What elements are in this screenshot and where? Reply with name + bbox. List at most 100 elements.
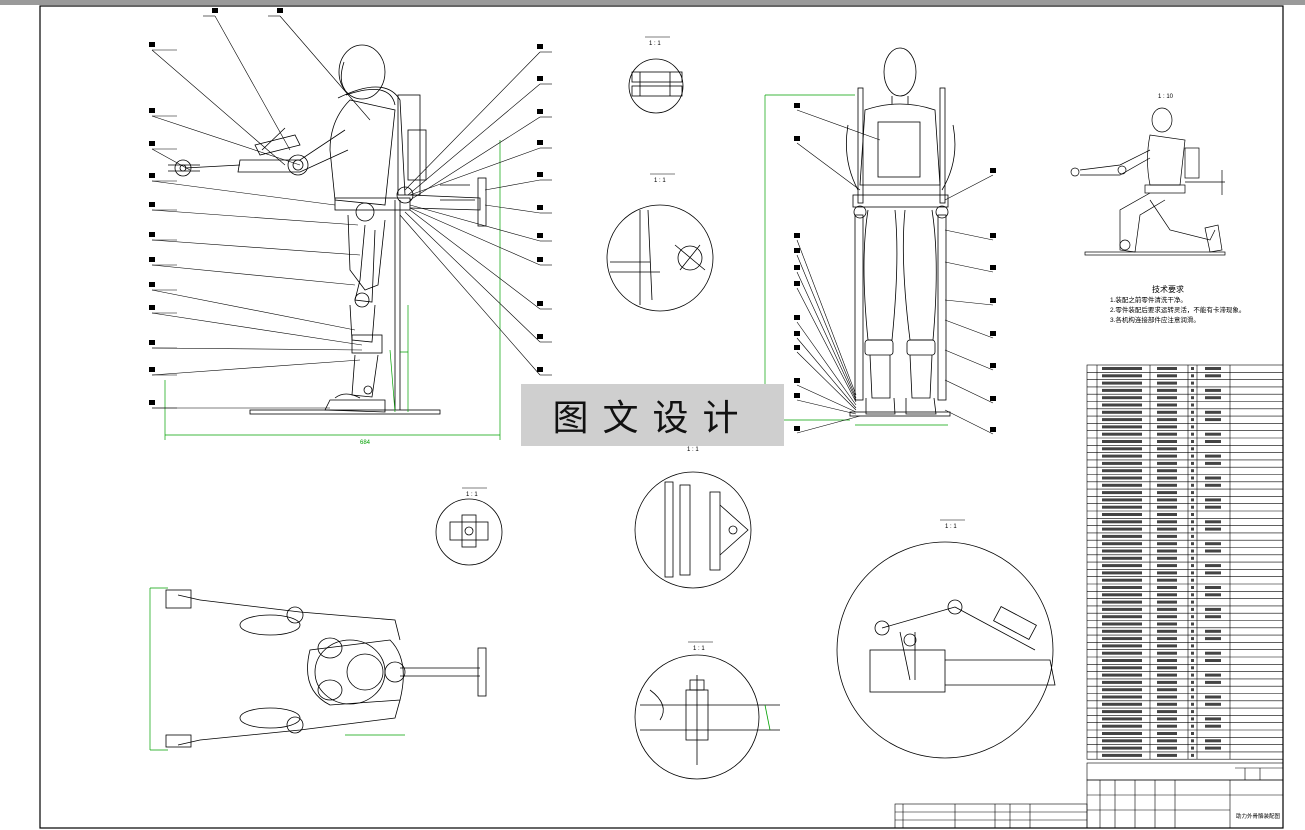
tech-title: 技术要求 (1152, 284, 1184, 294)
leader-line (796, 287, 857, 403)
parts-list-qty-glyph (1191, 710, 1194, 714)
parts-list-name-glyphs (1157, 753, 1177, 757)
balloon-marker (794, 393, 800, 398)
parts-list-name-glyphs (1157, 724, 1177, 728)
parts-list-name-glyphs (1157, 637, 1177, 641)
balloon-marker (149, 340, 155, 345)
parts-list-material-glyphs (1205, 739, 1221, 743)
side-view-dimensions (164, 140, 501, 440)
leader-line (796, 109, 881, 141)
title-block (894, 762, 1284, 829)
parts-list-name-glyphs (1157, 498, 1177, 502)
top-view-dimensions (149, 587, 405, 751)
parts-list-code-glyphs (1102, 746, 1142, 750)
parts-list-material-glyphs (1205, 717, 1221, 721)
window-top-bar (0, 0, 1305, 5)
leader-line (484, 179, 541, 191)
parts-list-name-glyphs (1157, 688, 1177, 692)
side-dimension-label: 684 (360, 440, 371, 446)
parts-list-material-glyphs (1205, 520, 1221, 524)
parts-list-code-glyphs (1102, 593, 1142, 597)
balloon-marker (537, 233, 543, 238)
balloon-marker (990, 363, 996, 368)
scale-labels: 1 : 1 1 : 1 1 : 1 1 : 1 1 : 1 1 : 1 1 : … (466, 41, 1174, 652)
leader-line (796, 384, 857, 413)
leader-line (151, 148, 191, 171)
leader-line (944, 379, 994, 404)
balloon-marker (537, 140, 543, 145)
parts-list-code-glyphs (1102, 680, 1142, 684)
front-view (846, 47, 956, 417)
parts-list (1086, 364, 1284, 760)
parts-list-name-glyphs (1157, 396, 1177, 400)
parts-list-material-glyphs (1205, 549, 1221, 553)
parts-list-code-glyphs (1102, 367, 1142, 370)
scale-detail-right: 1 : 1 (945, 524, 957, 530)
leader-line (151, 264, 356, 286)
parts-list-code-glyphs (1102, 374, 1142, 378)
parts-list-code-glyphs (1102, 651, 1142, 655)
balloon-marker (794, 136, 800, 141)
parts-list-qty-glyph (1191, 607, 1194, 611)
parts-list-qty-glyph (1191, 498, 1194, 502)
leader-line (944, 299, 994, 306)
parts-list-qty-glyph (1191, 586, 1194, 589)
parts-list-code-glyphs (1102, 629, 1142, 633)
scale-detail-b: 1 : 1 (654, 178, 666, 184)
balloon-marker (537, 334, 543, 339)
parts-list-qty-glyph (1191, 615, 1194, 619)
parts-list-material-glyphs (1205, 505, 1221, 509)
parts-list-material-glyphs (1205, 461, 1221, 465)
leader-line (796, 399, 857, 415)
parts-list-code-glyphs (1102, 513, 1142, 516)
parts-list-material-glyphs (1205, 615, 1221, 619)
leader-line (944, 174, 994, 201)
parts-list-qty-glyph (1191, 388, 1194, 392)
leader-line (151, 239, 361, 256)
parts-list-qty-glyph (1191, 593, 1194, 597)
balloon-marker (990, 331, 996, 336)
parts-list-material-glyphs (1205, 593, 1221, 597)
parts-list-material-glyphs (1205, 454, 1221, 458)
parts-list-name-glyphs (1157, 549, 1177, 553)
parts-list-code-glyphs (1102, 542, 1142, 546)
parts-list-code-glyphs (1102, 666, 1142, 670)
balloon-marker (794, 233, 800, 238)
parts-list-material-glyphs (1205, 659, 1221, 662)
parts-list-material-glyphs (1205, 724, 1221, 728)
parts-list-code-glyphs (1102, 440, 1142, 443)
parts-list-name-glyphs (1157, 717, 1177, 721)
parts-list-qty-glyph (1191, 564, 1194, 568)
parts-list-name-glyphs (1157, 447, 1177, 451)
balloon-marker (149, 232, 155, 237)
leader-line (214, 15, 291, 151)
tech-item-3: 3.各机构连接部件应注意润滑。 (1110, 315, 1200, 324)
parts-list-qty-glyph (1191, 432, 1194, 436)
parts-list-name-glyphs (1157, 615, 1177, 619)
balloon-marker (537, 367, 543, 372)
leader-line (796, 337, 857, 409)
parts-list-name-glyphs (1157, 381, 1177, 385)
parts-list-material-glyphs (1205, 396, 1221, 400)
front-view-dimensions (764, 94, 948, 426)
leader-line (796, 239, 857, 396)
parts-list-qty-glyph (1191, 440, 1194, 443)
balloon-marker (149, 367, 155, 372)
parts-list-name-glyphs (1157, 578, 1177, 582)
parts-list-name-glyphs (1157, 374, 1177, 378)
parts-list-qty-glyph (1191, 666, 1194, 670)
parts-list-name-glyphs (1157, 513, 1177, 516)
parts-list-name-glyphs (1157, 666, 1177, 670)
parts-list-code-glyphs (1102, 637, 1142, 641)
balloon-marker (149, 42, 155, 47)
parts-list-code-glyphs (1102, 534, 1142, 538)
leader-line (796, 415, 861, 434)
parts-list-name-glyphs (1157, 403, 1177, 407)
balloon-marker (794, 248, 800, 253)
parts-list-name-glyphs (1157, 527, 1177, 531)
parts-list-qty-glyph (1191, 680, 1194, 684)
parts-list-name-glyphs (1157, 425, 1177, 429)
parts-list-qty-glyph (1191, 702, 1194, 706)
parts-list-qty-glyph (1191, 534, 1194, 538)
parts-list-code-glyphs (1102, 483, 1142, 487)
